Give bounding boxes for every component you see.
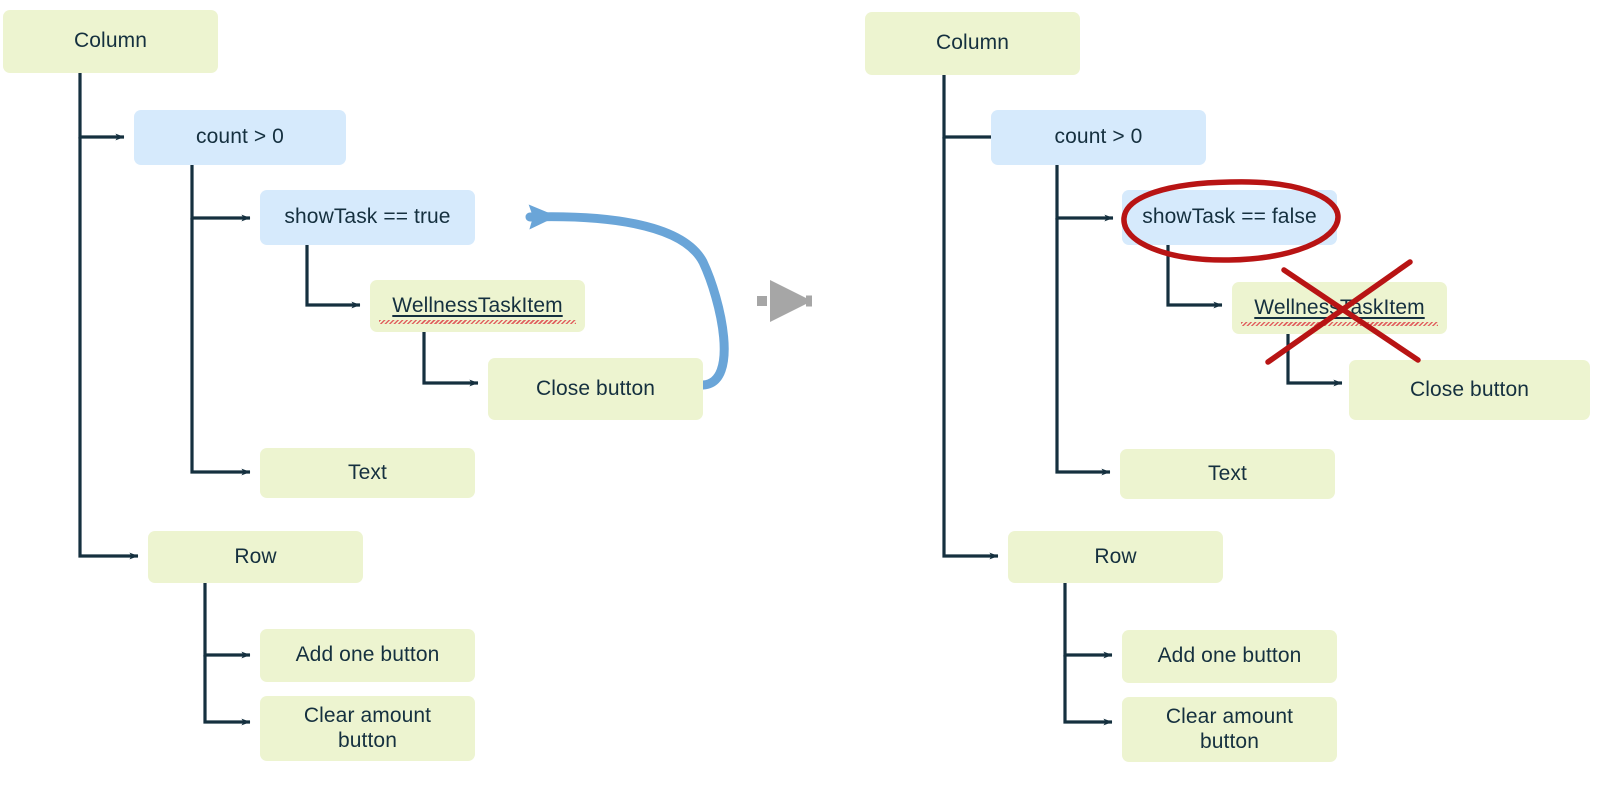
node-label: Clear amount button <box>303 703 432 752</box>
node-label: Row <box>234 544 277 568</box>
node-label: Add one button <box>1157 644 1302 668</box>
node-wellnesstaskitem-left[interactable]: WellnessTaskItem <box>370 280 585 332</box>
node-add-one-button-right[interactable]: Add one button <box>1122 630 1337 683</box>
node-add-one-button-left[interactable]: Add one button <box>260 629 475 682</box>
node-label: count > 0 <box>1054 125 1143 149</box>
node-showtask-condition-left[interactable]: showTask == true <box>260 190 475 245</box>
spellcheck-underline-right <box>1241 322 1438 326</box>
node-label: Text <box>1208 461 1247 485</box>
node-close-button-left[interactable]: Close button <box>488 358 703 420</box>
node-column-left[interactable]: Column <box>3 10 218 73</box>
node-label: Close button <box>1409 377 1530 401</box>
node-column-right[interactable]: Column <box>865 12 1080 75</box>
node-clear-amount-button-right[interactable]: Clear amount button <box>1122 697 1337 762</box>
node-label: Close button <box>535 376 656 400</box>
node-row-right[interactable]: Row <box>1008 531 1223 583</box>
node-label: Add one button <box>295 643 440 667</box>
node-wellnesstaskitem-right[interactable]: WellnessTaskItem <box>1232 282 1447 334</box>
left-panel-connectors <box>78 73 479 726</box>
node-label: Row <box>1094 544 1137 568</box>
transition-arrow <box>757 280 812 322</box>
node-count-condition-left[interactable]: count > 0 <box>134 110 346 165</box>
node-label: Column <box>936 31 1009 55</box>
node-label: WellnessTaskItem <box>1254 295 1425 319</box>
right-panel-connectors <box>942 73 1343 726</box>
node-label: showTask == true <box>284 205 451 229</box>
node-label: showTask == false <box>1142 205 1317 229</box>
node-text-left[interactable]: Text <box>260 448 475 498</box>
node-label: Column <box>74 29 147 53</box>
node-count-condition-right[interactable]: count > 0 <box>991 110 1206 165</box>
node-label: Text <box>348 460 387 484</box>
node-label: count > 0 <box>196 125 284 149</box>
node-text-right[interactable]: Text <box>1120 449 1335 499</box>
node-label: WellnessTaskItem <box>392 293 563 317</box>
node-clear-amount-button-left[interactable]: Clear amount button <box>260 696 475 761</box>
spellcheck-underline-left <box>379 320 576 324</box>
node-row-left[interactable]: Row <box>148 531 363 583</box>
node-showtask-condition-right[interactable]: showTask == false <box>1122 190 1337 245</box>
node-close-button-right[interactable]: Close button <box>1349 360 1590 420</box>
node-label: Clear amount button <box>1165 704 1294 753</box>
close-to-showtask-feedback-arrow <box>525 204 729 390</box>
